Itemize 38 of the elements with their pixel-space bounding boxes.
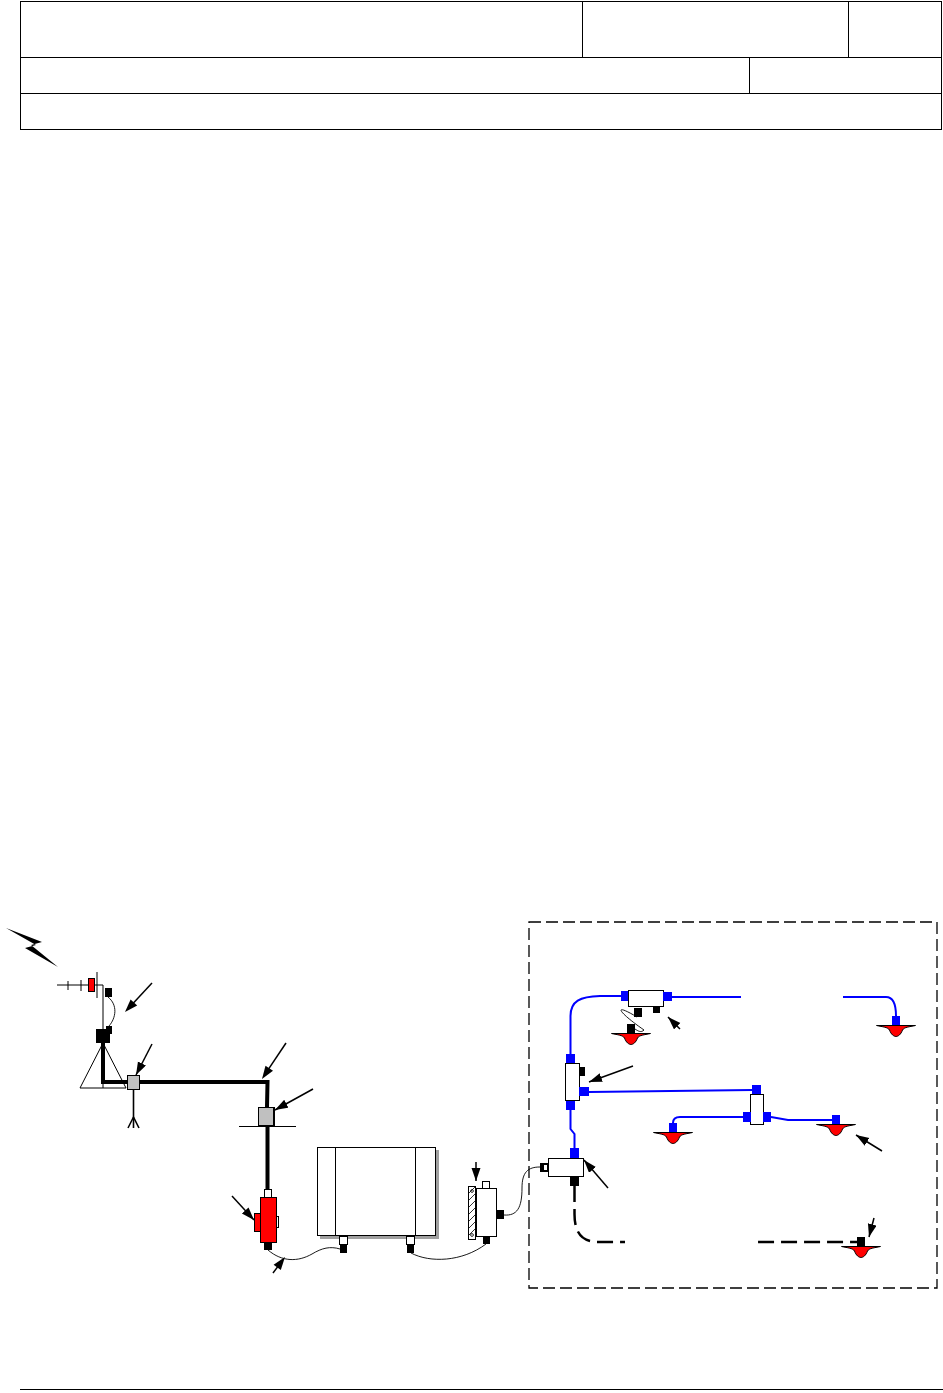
pointer-arrow — [471, 1161, 481, 1182]
jumper-cable — [107, 996, 116, 1027]
feeder-cable — [101, 1043, 127, 1084]
feeder-cable — [265, 1126, 270, 1189]
pointer-arrow — [135, 1043, 153, 1076]
pointer-arrow — [583, 1159, 609, 1189]
wall-feedthrough — [258, 1107, 275, 1126]
feeder-cable — [140, 1080, 270, 1108]
pointer-arrow — [855, 1134, 883, 1152]
ceiling-antenna — [611, 1024, 651, 1045]
pointer-arrow — [274, 1088, 314, 1111]
coupler-unit — [540, 1148, 584, 1186]
ceiling-antenna — [876, 1016, 916, 1037]
connector-block — [96, 1026, 112, 1043]
pointer-arrow — [588, 1065, 634, 1083]
coax-cable — [588, 1089, 753, 1093]
repeater-unit — [317, 1147, 439, 1253]
ceiling-antenna — [841, 1237, 881, 1258]
coax-cable — [770, 1116, 833, 1121]
coax-cable — [569, 995, 622, 1055]
coax-cable — [569, 1109, 576, 1149]
splitter-unit — [743, 1085, 771, 1125]
coax-cable — [672, 1116, 744, 1124]
splitter-unit — [565, 1054, 589, 1110]
ceiling-antenna — [816, 1115, 856, 1136]
yagi-antenna — [56, 971, 113, 999]
surge-protector — [254, 1189, 279, 1250]
ceiling-antenna — [653, 1123, 693, 1144]
coupler-unit — [621, 990, 672, 1017]
jumper-cable — [503, 1166, 541, 1216]
jumper-cable — [410, 1243, 487, 1260]
indoor-zone-frame — [528, 921, 938, 1289]
dashed-cable — [573, 1186, 857, 1244]
grounding-box — [127, 1075, 140, 1090]
pointer-arrow — [231, 1195, 255, 1221]
pointer-arrow — [867, 1217, 877, 1238]
pointer-arrow — [667, 1016, 681, 1030]
wall-mounted-unit — [468, 1181, 504, 1244]
